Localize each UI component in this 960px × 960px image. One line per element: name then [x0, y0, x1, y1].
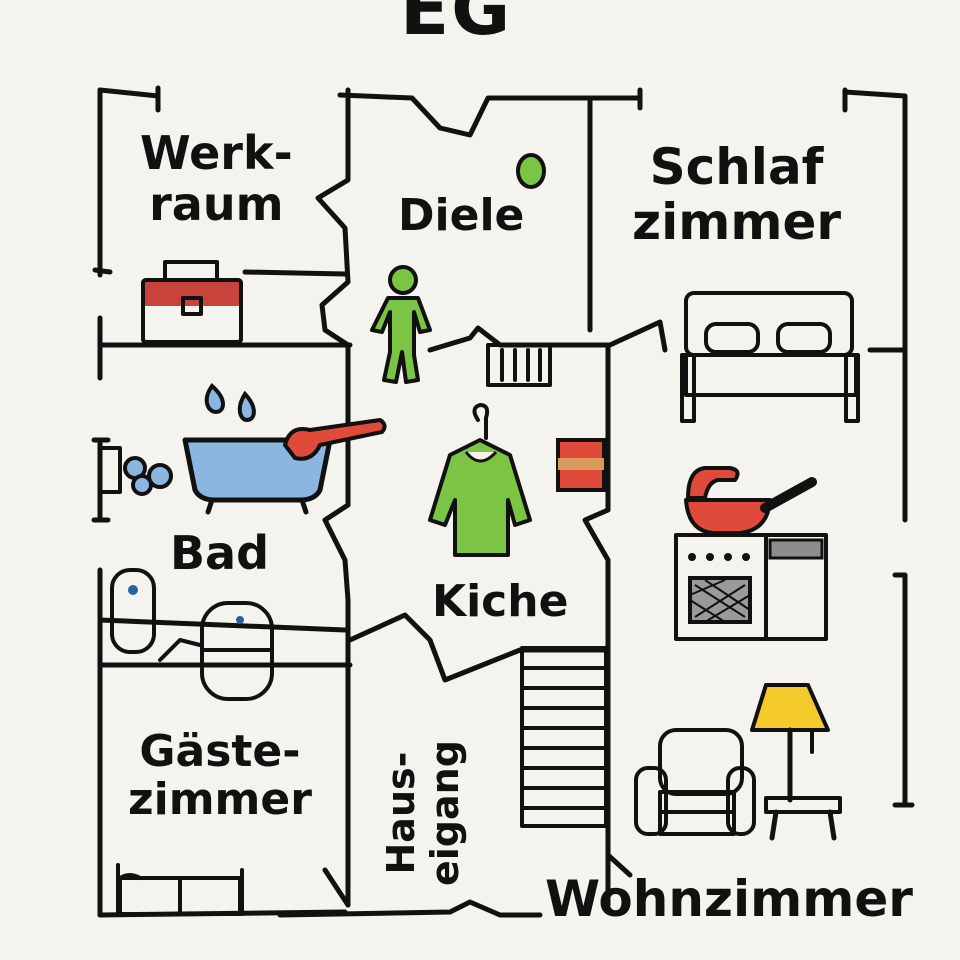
- guest-bed-icon: [116, 863, 244, 916]
- faucet-icon: [98, 446, 173, 496]
- armchair-icon: [634, 728, 756, 836]
- toolbox-icon: [141, 260, 243, 344]
- room-label-gaestezimmer-line2: zimmer: [128, 774, 312, 826]
- room-label-wohnzimmer: Wohnzimmer: [545, 870, 913, 928]
- room-label-kiche: Kiche: [432, 576, 569, 627]
- floor-title: EG: [400, 0, 513, 51]
- bed-icon: [680, 291, 860, 423]
- pan-icon: [684, 466, 817, 535]
- coat-hanger-icon: [428, 403, 532, 557]
- room-label-werkraum-line1: Werk-: [140, 126, 293, 180]
- room-label-hauseingang: Haus- eigang: [379, 740, 467, 886]
- toilet-icon: [110, 568, 274, 701]
- room-label-werkraum-line2: raum: [149, 176, 284, 231]
- stairs-icon: [520, 646, 608, 828]
- room-label-hauseingang-line2: eigang: [422, 740, 467, 886]
- room-label-diele: Diele: [398, 190, 525, 241]
- ceiling-light-icon: [516, 153, 546, 189]
- room-label-gaestezimmer-line1: Gäste-: [139, 726, 301, 777]
- stove-icon: [674, 533, 828, 641]
- room-label-hauseingang-line1: Haus-: [379, 751, 423, 875]
- walls: [91, 85, 915, 918]
- room-label-bad: Bad: [170, 526, 270, 580]
- room-label-schlafzimmer: Schlaf zimmer: [632, 140, 841, 250]
- radiator-icon: [486, 343, 552, 387]
- person-icon: [370, 265, 432, 384]
- shower-icon: [283, 418, 387, 461]
- side-table-icon: [764, 796, 842, 841]
- room-label-werkraum: Werk- raum: [140, 128, 293, 229]
- room-label-gaestezimmer: Gäste- zimmer: [128, 726, 312, 826]
- room-label-schlafzimmer-line2: zimmer: [632, 193, 842, 251]
- room-label-schlafzimmer-line1: Schlaf: [649, 138, 824, 196]
- lamp-icon: [750, 683, 830, 803]
